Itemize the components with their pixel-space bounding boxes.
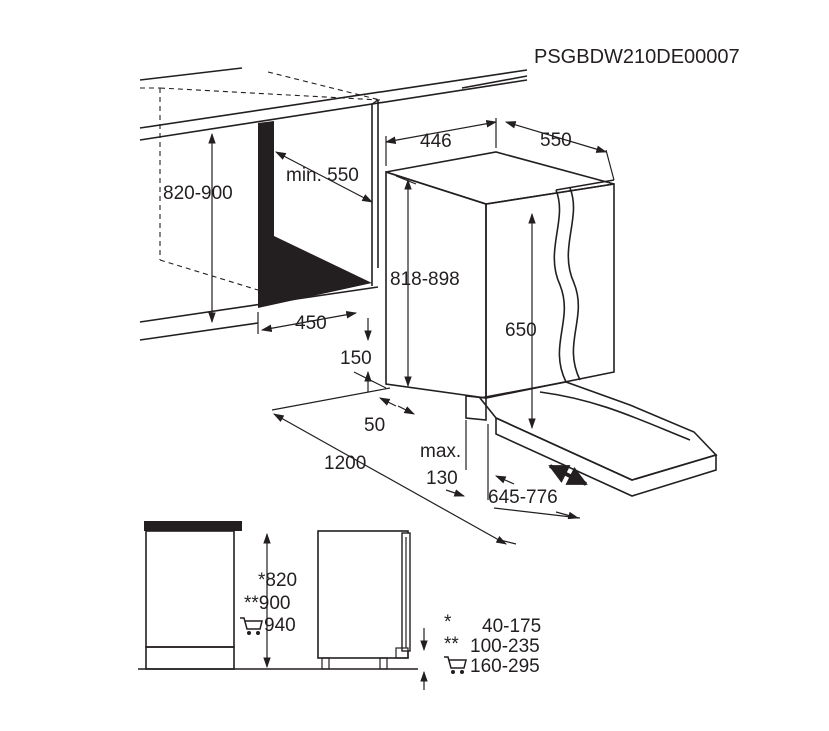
appliance-height-label: 818-898 [390,269,460,290]
niche-side-panel [258,121,372,308]
shopping-cart-icon [444,656,467,674]
clearance-label: 1200 [324,453,366,474]
cabinet-height-2: **900 [244,593,291,614]
leg-range-1: 40-175 [482,616,541,637]
leg-range-2: 100-235 [470,636,540,657]
dishwasher-drawing [271,118,718,545]
leg-marker-2: ** [444,634,459,655]
plinth-offset-label: 50 [364,415,385,436]
door-height-label: 650 [505,320,537,341]
shopping-cart-icon [240,617,263,635]
appliance-width-label: 446 [420,131,452,152]
niche-width-label: 450 [295,313,327,334]
max-value-label: 130 [426,468,458,489]
max-label: max. [420,441,461,462]
leg-marker-1: * [444,612,452,633]
leg-range-3: 160-295 [470,656,540,677]
min-depth-label: min. 550 [286,165,359,186]
niche-drawing [139,67,528,341]
depth-range-label: 645-776 [488,487,558,508]
cabinet-height-1: *820 [258,570,297,591]
niche-height-label: 820-900 [163,183,233,204]
plinth-height-label: 150 [340,348,372,369]
cabinet-height-3: 940 [264,615,296,636]
document-code: PSGBDW210DE00007 [534,46,740,68]
front-views [138,521,428,690]
appliance-depth-label: 550 [540,130,572,151]
